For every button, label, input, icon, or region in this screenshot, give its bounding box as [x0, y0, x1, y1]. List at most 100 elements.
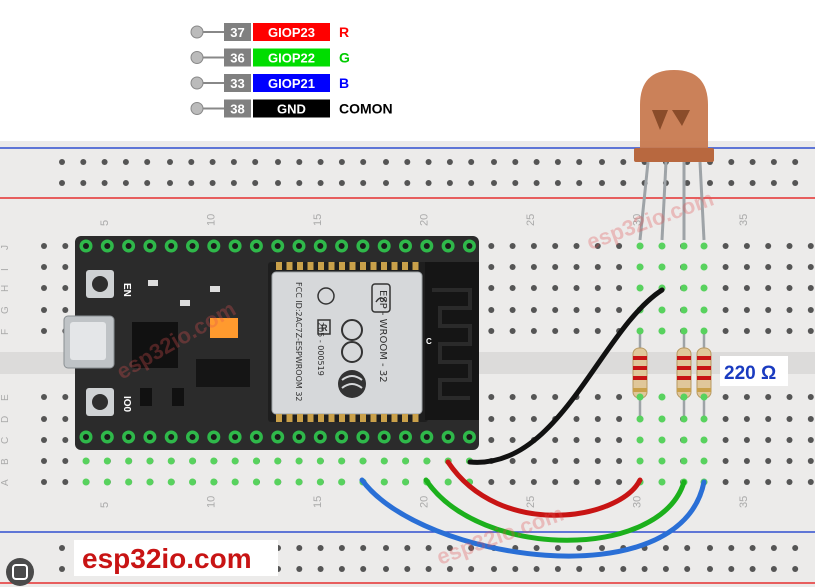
rail-hole — [317, 180, 324, 186]
header-pin-hole — [402, 243, 409, 249]
rail-hole — [576, 566, 583, 572]
connected-hole — [338, 457, 346, 465]
terminal-hole — [786, 328, 793, 334]
capacitor — [210, 318, 238, 338]
terminal-hole — [530, 416, 537, 422]
terminal-hole — [743, 416, 750, 422]
module-pad — [297, 414, 303, 422]
connected-hole — [402, 478, 409, 486]
terminal-hole — [616, 416, 623, 422]
connected-hole — [658, 393, 666, 401]
module-fcc-id: FCC ID:2AC7Z-ESPWROOM 32 — [294, 282, 303, 402]
connected-hole — [274, 478, 282, 486]
rail-hole — [533, 180, 540, 186]
terminal-hole — [722, 285, 729, 291]
rail-hole — [80, 180, 87, 186]
connected-hole — [636, 436, 644, 444]
terminal-hole — [509, 243, 516, 249]
module-pad — [339, 262, 345, 270]
rail-hole — [252, 180, 259, 186]
connected-hole — [658, 306, 666, 314]
rail-hole — [59, 566, 65, 572]
rail-hole — [576, 180, 583, 186]
rail-hole — [554, 180, 561, 186]
rail-hole — [770, 566, 777, 572]
terminal-hole — [488, 479, 495, 485]
esp32-board: EN IO0 C ESP - WROOM - 32 205 - 000519 F… — [63, 236, 479, 486]
terminal-hole — [722, 243, 729, 249]
rail-hole — [338, 180, 345, 186]
terminal-hole — [41, 479, 47, 485]
column-number: 20 — [418, 496, 430, 508]
rail-hole — [707, 180, 713, 186]
connected-hole — [680, 263, 688, 271]
wire-black — [467, 287, 665, 465]
module-pad — [412, 262, 419, 270]
rail-hole — [533, 566, 540, 572]
terminal-hole — [488, 328, 495, 334]
terminal-hole — [743, 437, 750, 443]
terminal-hole — [743, 479, 750, 485]
column-number: 5 — [99, 502, 111, 508]
row-letter: F — [0, 329, 11, 335]
resistor-band — [697, 356, 711, 360]
terminal-hole — [616, 479, 623, 485]
connected-hole — [231, 457, 239, 465]
connected-hole — [658, 478, 666, 486]
ce-icon — [341, 319, 363, 363]
legend-pin-dot — [190, 102, 204, 115]
terminal-hole — [594, 437, 601, 443]
resistor-band — [697, 388, 711, 392]
header-pin-hole — [359, 243, 366, 249]
module-pad — [370, 262, 377, 270]
rail-hole — [641, 566, 648, 572]
module-r-mark: R — [321, 323, 328, 333]
column-number: 10 — [205, 214, 217, 226]
terminal-hole — [488, 394, 495, 400]
rail-hole — [275, 159, 281, 165]
legend-pin-name-box — [253, 99, 330, 118]
led-die — [652, 110, 690, 130]
rail-hole — [122, 159, 129, 165]
connected-hole — [680, 327, 688, 335]
module-pad — [391, 414, 398, 422]
rail-hole — [728, 566, 735, 572]
header-pin-hole — [296, 434, 302, 440]
terminal-hole — [488, 264, 495, 270]
rail-hole — [728, 545, 735, 551]
header-pin-hole — [445, 243, 452, 249]
rail-hole — [383, 566, 389, 572]
connected-hole — [700, 327, 708, 335]
terminal-hole — [509, 307, 516, 313]
terminal-hole — [807, 328, 814, 334]
terminal-hole — [530, 307, 537, 313]
legend-pin-number-box — [224, 74, 251, 92]
terminal-hole — [530, 243, 537, 249]
connected-hole — [658, 327, 666, 335]
module-pad — [402, 414, 408, 422]
terminal-hole — [552, 285, 559, 291]
terminal-hole — [509, 479, 516, 485]
connected-hole — [125, 457, 133, 465]
connected-hole — [680, 242, 688, 250]
terminal-hole — [41, 416, 47, 422]
rail-hole — [360, 180, 367, 186]
legend-pin-dot — [190, 76, 204, 90]
rail-hole — [749, 566, 756, 572]
terminal-hole — [765, 416, 772, 422]
connected-hole — [295, 457, 303, 465]
terminal-hole — [722, 458, 729, 464]
rail-hole — [446, 180, 453, 186]
module-pad — [328, 414, 335, 422]
connected-hole — [103, 457, 111, 465]
terminal-hole — [743, 243, 750, 249]
rail-hole — [662, 566, 669, 572]
connected-hole — [680, 436, 688, 444]
header-pin-hole — [466, 243, 473, 249]
lens-search-button[interactable] — [6, 558, 34, 586]
module-pad — [381, 414, 387, 422]
row-letter: C — [0, 437, 11, 444]
rail-hole — [512, 180, 519, 186]
terminal-hole — [807, 394, 814, 400]
